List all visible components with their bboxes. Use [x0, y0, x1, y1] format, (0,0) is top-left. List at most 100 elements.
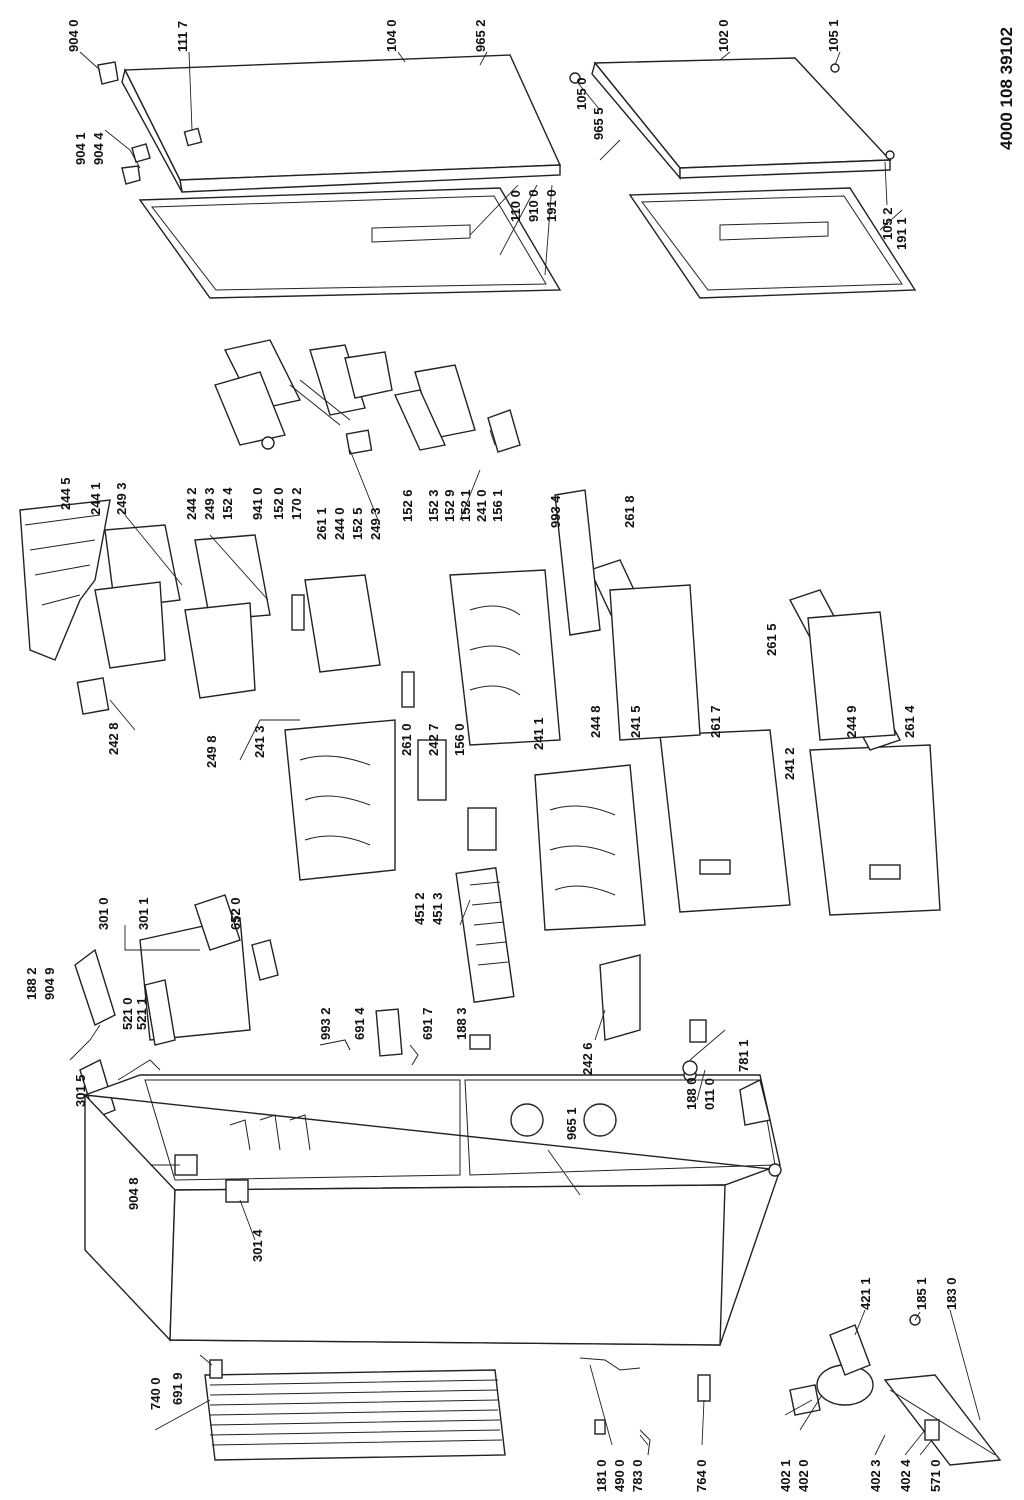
label-241-3: 241 3 [252, 725, 267, 758]
label-181-0: 181 0 [594, 1459, 609, 1492]
label-402-0: 402 0 [796, 1459, 811, 1492]
label-993-2: 993 2 [318, 1007, 333, 1040]
document-number: 4000 108 39102 [997, 27, 1016, 150]
label-102-0: 102 0 [716, 19, 731, 52]
label-249-3-c: 249 3 [368, 507, 383, 540]
label-183-0: 183 0 [944, 1277, 959, 1310]
label-904-8: 904 8 [126, 1177, 141, 1210]
label-781-1: 781 1 [736, 1039, 751, 1072]
label-191-0: 191 0 [544, 189, 559, 222]
label-965-1: 965 1 [564, 1107, 579, 1140]
label-451-2: 451 2 [412, 892, 427, 925]
wine-rack-and-glass-shelves [19, 499, 381, 715]
label-185-1: 185 1 [914, 1277, 929, 1310]
label-152-9: 152 9 [442, 489, 457, 522]
label-152-0: 152 0 [271, 487, 286, 520]
label-244-8: 244 8 [588, 705, 603, 738]
label-105-1: 105 1 [826, 19, 841, 52]
label-261-7: 261 7 [708, 705, 723, 738]
label-910-0: 910 0 [526, 189, 541, 222]
label-261-1: 261 1 [314, 507, 329, 540]
label-691-7: 691 7 [420, 1007, 435, 1040]
label-904-9: 904 9 [42, 967, 57, 1000]
lower-door-assembly [569, 57, 895, 180]
leader-lines [69, 51, 981, 1456]
drawers [284, 569, 941, 931]
label-249-8: 249 8 [204, 735, 219, 768]
control-panel-assembly [74, 867, 641, 1119]
label-244-0: 244 0 [332, 507, 347, 540]
label-241-2: 241 2 [782, 747, 797, 780]
label-783-0: 783 0 [630, 1459, 645, 1492]
label-244-5: 244 5 [58, 477, 73, 510]
compressor-and-base [579, 1314, 1002, 1466]
label-261-5: 261 5 [764, 623, 779, 656]
label-242-8: 242 8 [106, 722, 121, 755]
part-labels: 904 0 111 7 104 0 965 2 102 0 105 1 105 … [24, 19, 959, 1492]
label-156-1: 156 1 [490, 489, 505, 522]
label-965-2: 965 2 [473, 19, 488, 52]
label-104-0: 104 0 [384, 19, 399, 52]
label-242-7: 242 7 [426, 723, 441, 756]
lower-door-gasket [628, 187, 917, 299]
label-301-5: 301 5 [73, 1074, 88, 1107]
label-521-0: 521 0 [120, 997, 135, 1030]
label-301-4: 301 4 [250, 1229, 265, 1262]
label-105-0: 105 0 [574, 77, 589, 110]
refrigerator-cabinet [84, 1068, 782, 1346]
label-105-2: 105 2 [880, 207, 895, 240]
label-188-3: 188 3 [454, 1007, 469, 1040]
label-244-2: 244 2 [184, 487, 199, 520]
label-421-1: 421 1 [858, 1277, 873, 1310]
label-301-1: 301 1 [136, 897, 151, 930]
label-244-9: 244 9 [844, 705, 859, 738]
label-191-1: 191 1 [894, 217, 909, 250]
label-111-7: 111 7 [175, 21, 190, 52]
label-904-1: 904 1 [73, 132, 88, 165]
label-691-4: 691 4 [352, 1007, 367, 1040]
label-490-0: 490 0 [612, 1459, 627, 1492]
label-451-3: 451 3 [430, 892, 445, 925]
label-241-1: 241 1 [531, 717, 546, 750]
label-402-1: 402 1 [778, 1459, 793, 1492]
label-188-2: 188 2 [24, 967, 39, 1000]
label-301-0: 301 0 [96, 897, 111, 930]
misc-small-parts [209, 1019, 771, 1379]
label-170-2: 170 2 [289, 487, 304, 520]
upper-door-gasket [138, 187, 562, 299]
label-261-0: 261 0 [399, 723, 414, 756]
label-740-0: 740 0 [148, 1377, 163, 1410]
upper-door-assembly [97, 54, 562, 193]
label-152-6: 152 6 [400, 489, 415, 522]
label-261-4: 261 4 [902, 705, 917, 738]
label-402-3: 402 3 [868, 1459, 883, 1492]
label-188-0: 188 0 [684, 1077, 699, 1110]
label-764-0: 764 0 [694, 1459, 709, 1492]
label-402-4: 402 4 [898, 1459, 913, 1492]
label-152-4: 152 4 [220, 487, 235, 520]
freezer-shelves [291, 489, 902, 851]
label-110-0: 110 0 [508, 190, 523, 222]
label-156-0: 156 0 [452, 723, 467, 756]
label-244-1: 244 1 [88, 482, 103, 515]
door-bins [214, 339, 521, 455]
label-691-9: 691 9 [170, 1372, 185, 1405]
label-152-5: 152 5 [350, 507, 365, 540]
label-152-1: 152 1 [458, 489, 473, 522]
condenser-coil [204, 1369, 506, 1461]
label-261-8: 261 8 [622, 495, 637, 528]
label-152-3: 152 3 [426, 489, 441, 522]
label-521-1: 521 1 [134, 997, 149, 1030]
label-652-0: 652 0 [228, 897, 243, 930]
label-241-5: 241 5 [628, 705, 643, 738]
label-904-4: 904 4 [91, 132, 106, 165]
label-249-3-b: 249 3 [202, 487, 217, 520]
label-904-0: 904 0 [66, 19, 81, 52]
label-571-0: 571 0 [928, 1459, 943, 1492]
label-993-4: 993 4 [548, 495, 563, 528]
label-011-0: 011 0 [702, 1078, 717, 1110]
label-242-6: 242 6 [580, 1042, 595, 1075]
label-241-0: 241 0 [474, 489, 489, 522]
label-249-3-a: 249 3 [114, 482, 129, 515]
